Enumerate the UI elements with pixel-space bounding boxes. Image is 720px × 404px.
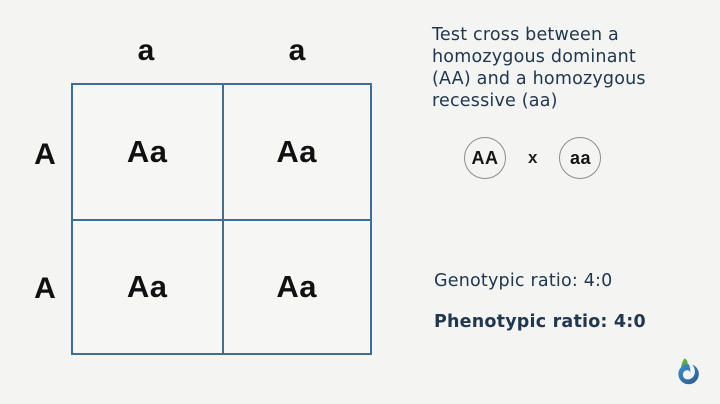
cross-multiply-symbol: x bbox=[528, 148, 538, 167]
parent-genotype-dominant: AA bbox=[464, 137, 506, 179]
genotypic-ratio-text: Genotypic ratio: 4:0 bbox=[434, 271, 613, 291]
punnett-row-header-0: A bbox=[34, 138, 56, 171]
punnett-column-header-0: a bbox=[137, 34, 155, 67]
punnett-cell-1-1: Aa bbox=[221, 219, 370, 353]
parent-cross-row: AA x aa bbox=[464, 137, 602, 179]
punnett-square-grid: Aa Aa Aa Aa bbox=[71, 83, 372, 355]
punnett-cell-1-0: Aa bbox=[73, 219, 222, 353]
phenotypic-ratio-text: Phenotypic ratio: 4:0 bbox=[434, 312, 646, 332]
annotation-panel: Test cross between a homozygous dominant… bbox=[432, 24, 708, 380]
brand-logo-icon bbox=[670, 355, 706, 391]
punnett-cell-0-1: Aa bbox=[221, 85, 370, 219]
cross-description-text: Test cross between a homozygous dominant… bbox=[432, 25, 646, 111]
punnett-row-header-1: A bbox=[34, 272, 56, 305]
punnett-column-header-1: a bbox=[288, 34, 306, 67]
parent-genotype-recessive: aa bbox=[559, 137, 602, 179]
punnett-cell-0-0: Aa bbox=[73, 85, 222, 219]
